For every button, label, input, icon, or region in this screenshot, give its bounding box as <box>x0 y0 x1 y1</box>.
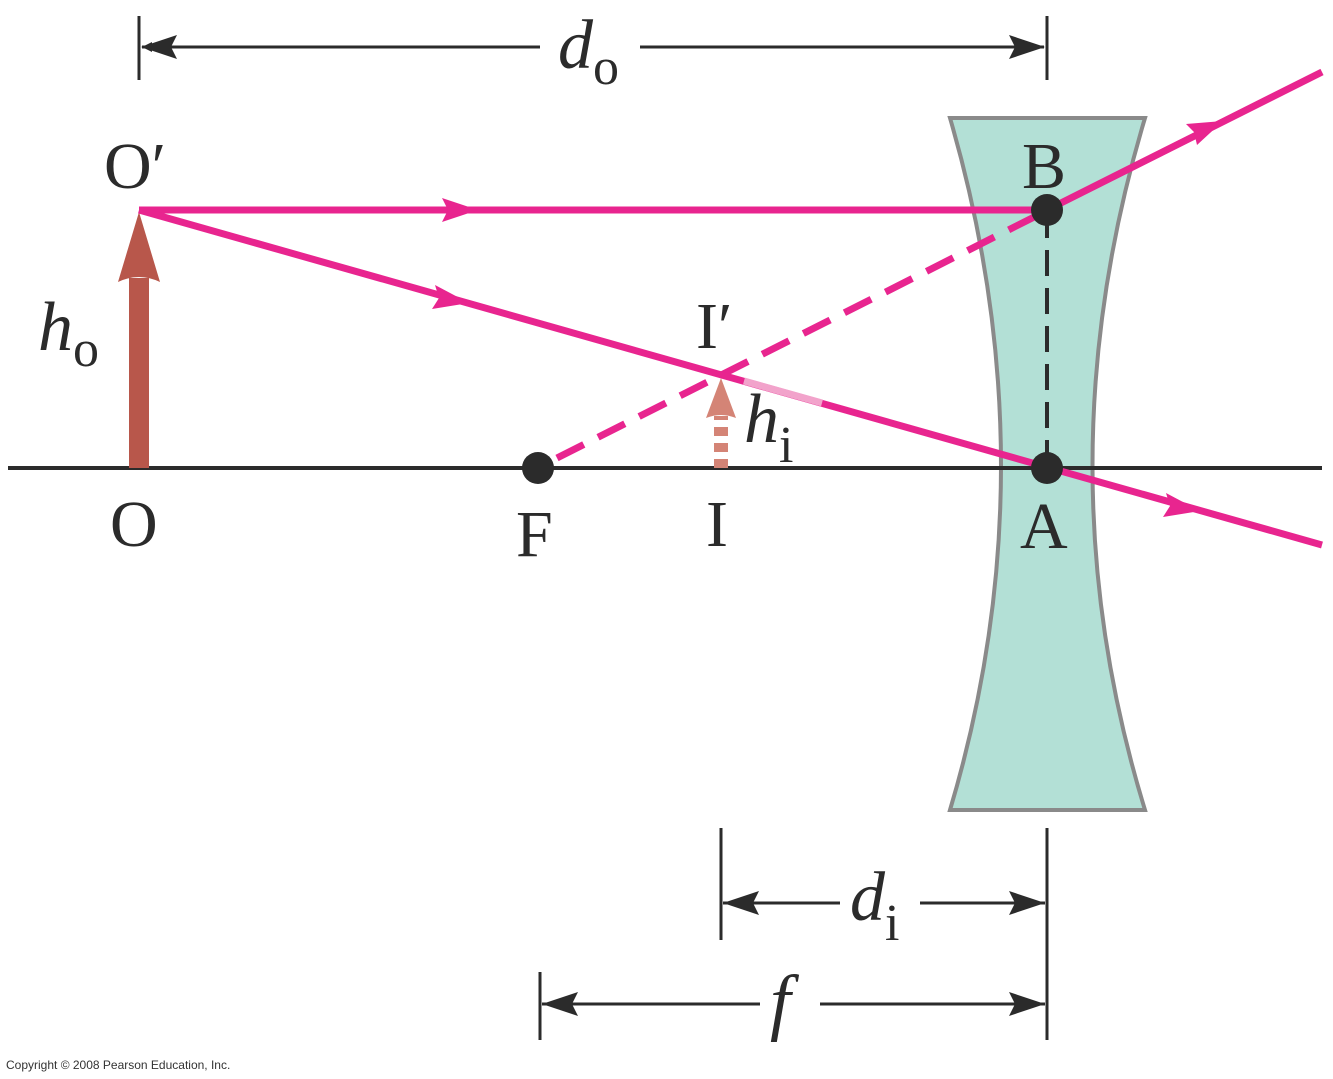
ray-central <box>138 206 1323 549</box>
label-hi: hi <box>744 381 793 474</box>
label-O-prime: O′ <box>104 130 166 203</box>
label-I-prime: I′ <box>696 290 732 363</box>
object-arrow <box>118 212 160 468</box>
dimension-di <box>719 828 1049 1040</box>
ray-parallel-arrowhead <box>442 198 478 222</box>
dimension-do <box>137 16 1049 80</box>
ray-refracted <box>1045 68 1324 214</box>
label-A: A <box>1020 490 1068 563</box>
label-do: do <box>558 7 619 96</box>
ray-highlight <box>743 377 823 407</box>
label-ho: ho <box>38 289 99 378</box>
point-A-dot <box>1031 452 1063 484</box>
ray-central-arrowhead-1 <box>432 285 469 309</box>
dimension-f <box>538 972 1045 1040</box>
label-f: f <box>770 961 800 1043</box>
label-F: F <box>516 498 553 571</box>
point-F-dot <box>522 452 554 484</box>
ray-refracted-arrowhead <box>1186 121 1223 145</box>
copyright-notice: Copyright © 2008 Pearson Education, Inc. <box>6 1058 230 1072</box>
image-arrow <box>706 378 736 468</box>
label-B: B <box>1022 130 1066 203</box>
label-I: I <box>706 488 728 561</box>
label-di: di <box>850 859 899 952</box>
label-O: O <box>110 488 158 561</box>
ray-central-arrowhead-2 <box>1163 493 1200 517</box>
ray-virtual-extension <box>555 210 1042 462</box>
point-B-dot <box>1031 194 1063 226</box>
